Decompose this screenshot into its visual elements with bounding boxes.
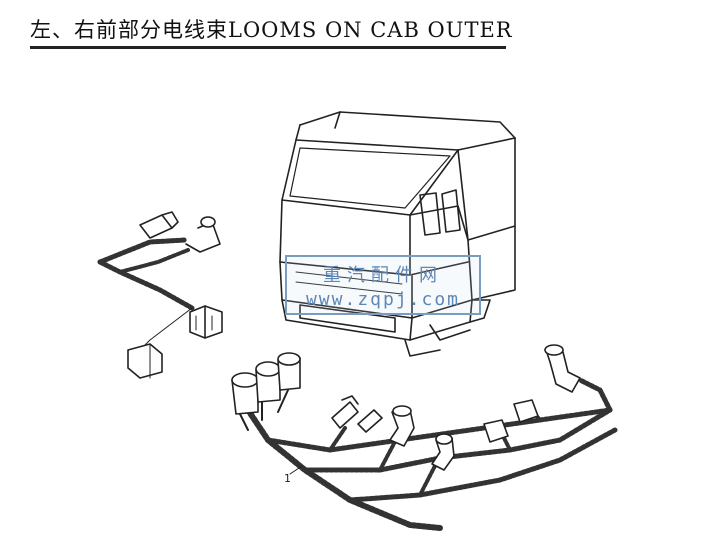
watermark-box: 重汽配件网 www.zqpj.com bbox=[285, 255, 481, 315]
main-harness-drawing bbox=[231, 344, 618, 531]
round-connector-group bbox=[231, 352, 301, 431]
left-harness-drawing bbox=[97, 211, 223, 379]
watermark-chinese-text: 重汽配件网 bbox=[323, 265, 443, 286]
page-title: 左、右前部分电线束LOOMS ON CAB OUTER bbox=[30, 18, 513, 42]
part-callout-number: 1 bbox=[284, 472, 291, 485]
truck-cab-drawing bbox=[279, 111, 516, 357]
title-underline bbox=[30, 46, 506, 49]
watermark-url-text: www.zqpj.com bbox=[305, 289, 461, 310]
